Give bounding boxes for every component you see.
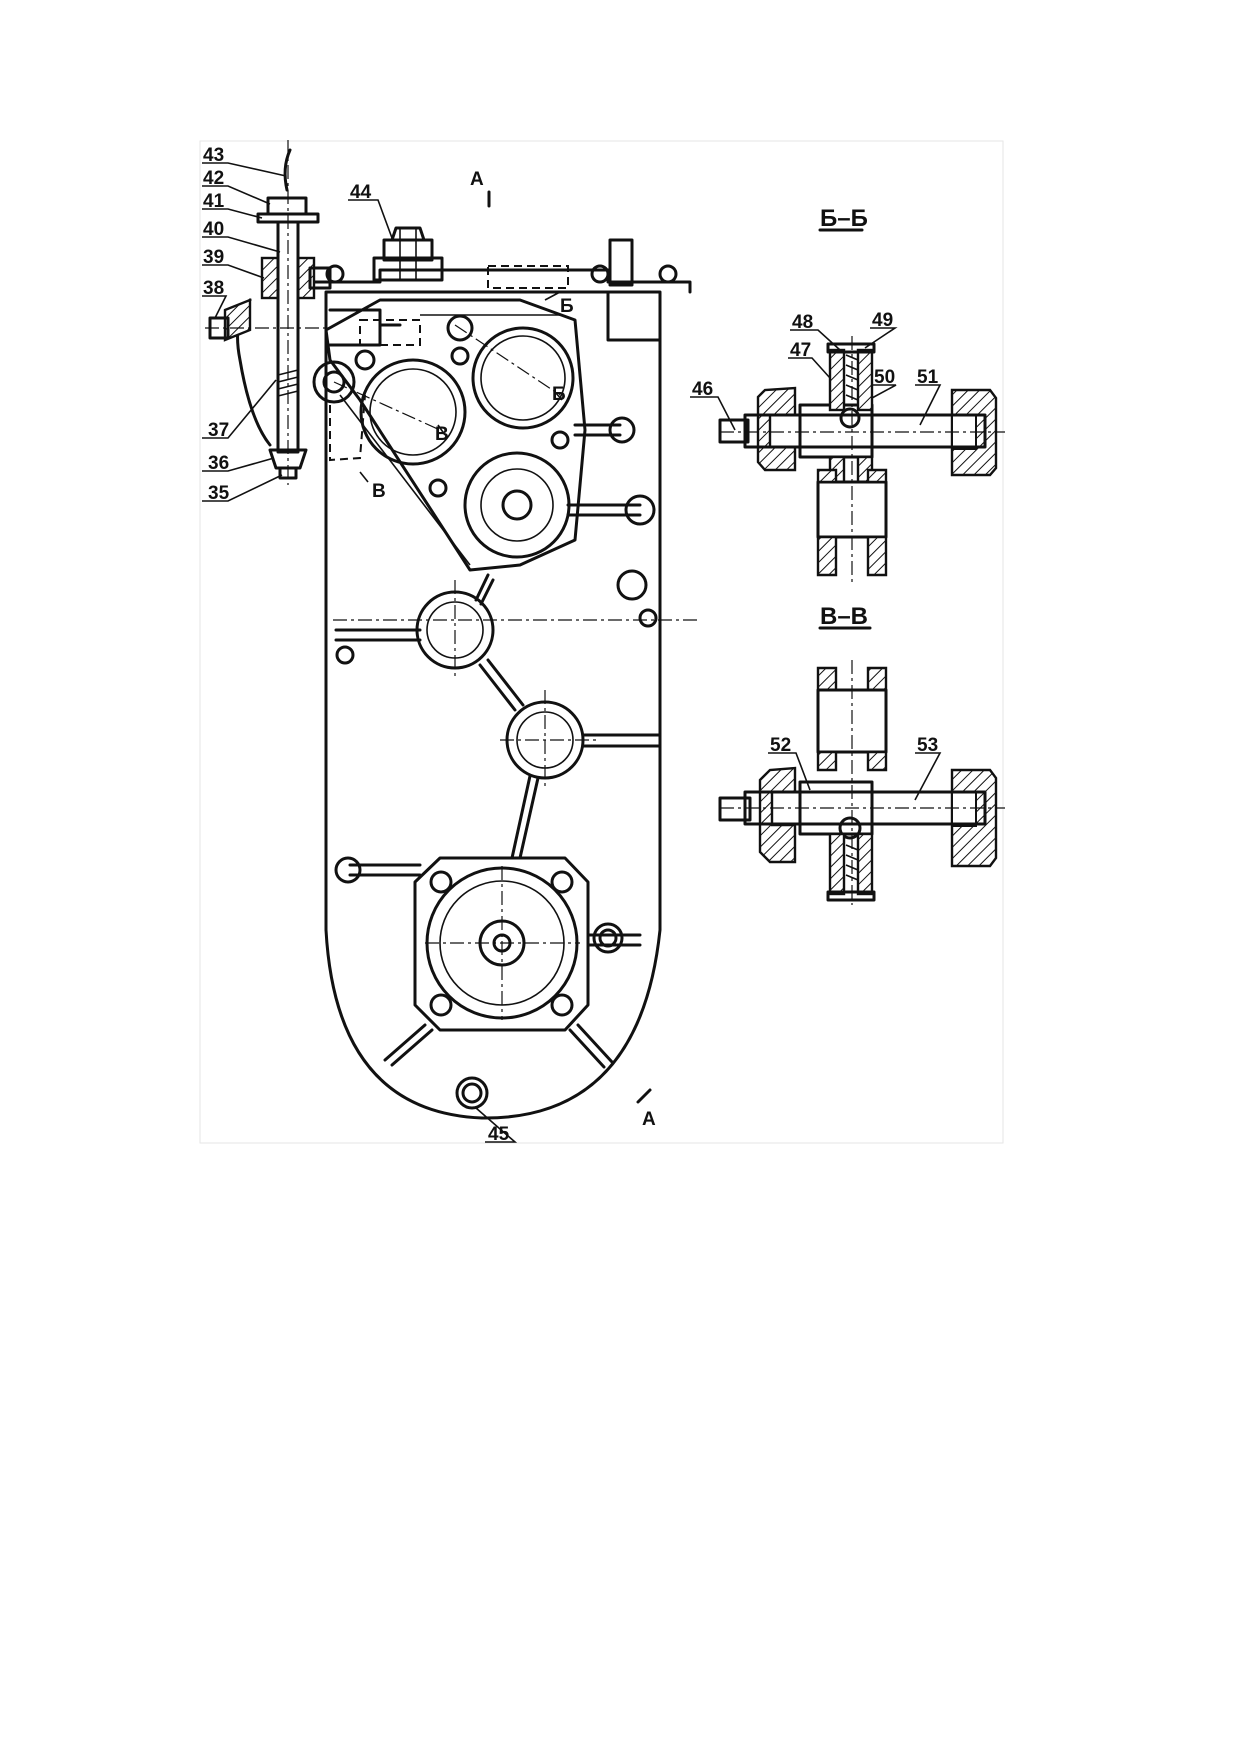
gear-upper-left	[359, 358, 467, 466]
callout-42: 42	[203, 168, 224, 189]
oil-level-assembly	[205, 140, 402, 485]
section-vv-title: В–В	[820, 603, 868, 630]
housing-top-edge	[308, 268, 692, 294]
callout-45: 45	[488, 1124, 510, 1145]
callout-47: 47	[790, 340, 811, 361]
section-v-mark-1: В	[435, 424, 449, 445]
section-v-mark-2: В	[372, 481, 386, 502]
leader-lines	[202, 162, 942, 1143]
callout-49: 49	[872, 310, 893, 331]
callout-36: 36	[208, 453, 229, 474]
section-b-mark-1: Б	[560, 296, 574, 317]
callout-43: 43	[203, 145, 224, 166]
section-bb-view	[718, 228, 1005, 585]
callout-51: 51	[917, 367, 939, 388]
callout-35: 35	[208, 483, 230, 504]
callout-48: 48	[792, 312, 813, 333]
gear-middle	[463, 451, 571, 559]
section-a-bottom-mark: А	[642, 1109, 656, 1130]
callout-53: 53	[917, 735, 938, 756]
housing-outline	[324, 290, 662, 1120]
section-a-top-mark: А	[470, 169, 484, 190]
callout-39: 39	[203, 247, 224, 268]
callout-40: 40	[203, 219, 224, 240]
callout-37: 37	[208, 420, 229, 441]
main-view	[205, 140, 700, 1120]
drawing-frame	[199, 140, 1004, 1144]
callout-44: 44	[350, 182, 372, 203]
callout-50: 50	[874, 367, 895, 388]
section-b-mark-2: Б	[552, 384, 566, 405]
filler-plug-44	[372, 226, 444, 282]
section-vv-view	[718, 626, 1005, 905]
callout-46: 46	[692, 379, 713, 400]
drain-plug-45	[455, 1076, 489, 1110]
housing-bosses	[312, 314, 658, 954]
housing-ribs	[334, 423, 662, 1069]
callout-52: 52	[770, 735, 791, 756]
section-bb-title: Б–Б	[820, 205, 868, 232]
gear-upper-right	[471, 326, 575, 430]
callout-38: 38	[203, 278, 224, 299]
callout-41: 41	[203, 191, 225, 212]
